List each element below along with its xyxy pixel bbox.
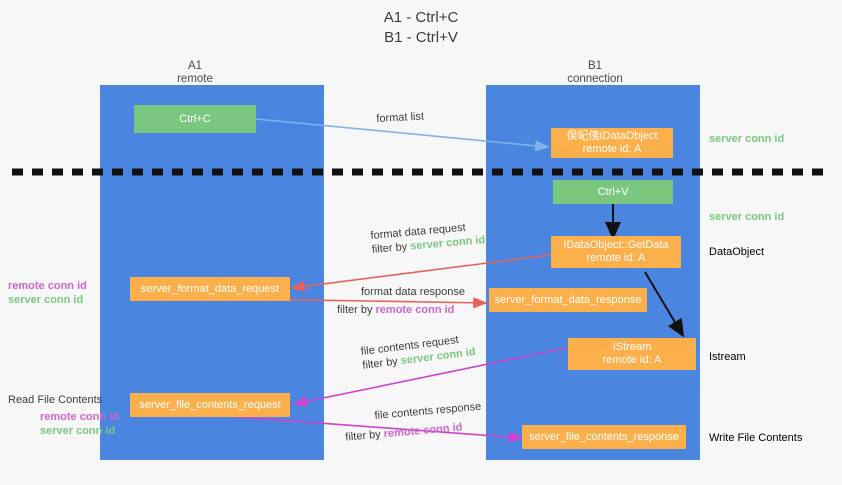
column-b1-subtitle: connection [567, 73, 623, 85]
edge-label-format-list-text: format list [376, 110, 425, 125]
node-server-format-data-request-label: server_format_data_request [140, 282, 280, 295]
node-server-format-data-request[interactable]: server_format_data_request [130, 277, 290, 301]
annotation-left-mid: remote conn id server conn id [8, 279, 87, 307]
node-getdata-label: IDataObject::GetData [563, 239, 669, 251]
node-ctrl-v[interactable]: Ctrl+V [553, 180, 673, 204]
node-getdata-remote-id: remote id: A [586, 252, 646, 264]
filter-by-text: filter by [371, 240, 408, 256]
annotation-left-bottom: Read File Contents remote conn id server… [8, 393, 119, 438]
node-istream-remote-id: remote id: A [602, 354, 662, 366]
edge-label-file-contents-response-filter: filter by remote conn id [345, 419, 484, 445]
node-idataobject-label: 俣屺侇IDataObject [566, 130, 658, 142]
node-server-format-data-response-label: server_format_data_response [494, 293, 642, 306]
node-server-file-contents-request[interactable]: server_file_contents_request [130, 393, 290, 417]
title-line-2: B1 - Ctrl+V [384, 29, 458, 46]
annotation-right-server-conn-id-2: server conn id [709, 211, 785, 223]
filter-by-text-3: filter by [361, 355, 399, 372]
annotation-left-bottom-title: Read File Contents [8, 394, 103, 406]
edge-label-file-contents-request: file contents request filter by server c… [360, 331, 476, 373]
edge-label-file-contents-response: file contents response filter by remote … [345, 400, 483, 444]
annotation-left-bottom-server: server conn id [40, 425, 116, 437]
node-ctrl-c-label: Ctrl+C [179, 112, 211, 125]
filter-by-text-4: filter by [344, 428, 382, 444]
annotation-right-dataobject: DataObject [709, 246, 765, 258]
node-ctrl-c[interactable]: Ctrl+C [134, 105, 256, 133]
column-b1-name: B1 [587, 60, 603, 72]
column-a1-name: A1 [187, 60, 203, 72]
annotation-left-mid-server: server conn id [8, 294, 84, 306]
edge-label-format-list: format list [376, 110, 424, 126]
node-server-format-data-response[interactable]: server_format_data_response [489, 288, 647, 312]
edge-label-format-data-response: format data response filter by remote co… [337, 285, 465, 317]
node-istream[interactable]: IStream remote id: A [568, 338, 696, 370]
edge-label-format-data-response-filter: filter by remote conn id [337, 303, 465, 317]
node-istream-label: IStream [612, 341, 652, 353]
node-idataobject-remote-id: remote id: A [582, 143, 642, 155]
title-line-1: A1 - Ctrl+C [383, 9, 459, 26]
annotation-right-server-conn-id-1: server conn id [709, 133, 785, 145]
remote-conn-id-text: remote conn id [375, 304, 455, 316]
edge-label-format-data-request: format data request filter by server con… [370, 219, 486, 257]
annotation-left-mid-remote: remote conn id [8, 280, 87, 292]
node-server-file-contents-request-label: server_file_contents_request [139, 398, 281, 411]
remote-conn-id-text-2: remote conn id [383, 421, 463, 441]
annotation-right-write-file-contents: Write File Contents [709, 432, 803, 444]
node-idataobject[interactable]: 俣屺侇IDataObject remote id: A [551, 128, 673, 158]
annotation-right-istream: Istream [709, 351, 746, 363]
column-a1-subtitle: remote [177, 73, 213, 85]
column-header-a1: A1 remote [130, 60, 260, 86]
node-server-file-contents-response[interactable]: server_file_contents_response [522, 425, 686, 449]
node-ctrl-v-label: Ctrl+V [597, 185, 629, 198]
filter-by-text-2: filter by [337, 304, 373, 316]
column-header-b1: B1 connection [530, 60, 660, 86]
page-title: A1 - Ctrl+C B1 - Ctrl+V [0, 8, 842, 48]
annotation-left-bottom-remote: remote conn id [40, 411, 119, 423]
node-server-file-contents-response-label: server_file_contents_response [529, 430, 679, 443]
edge-label-format-data-response-text: format data response [361, 286, 465, 298]
node-getdata[interactable]: IDataObject::GetData remote id: A [551, 236, 681, 268]
